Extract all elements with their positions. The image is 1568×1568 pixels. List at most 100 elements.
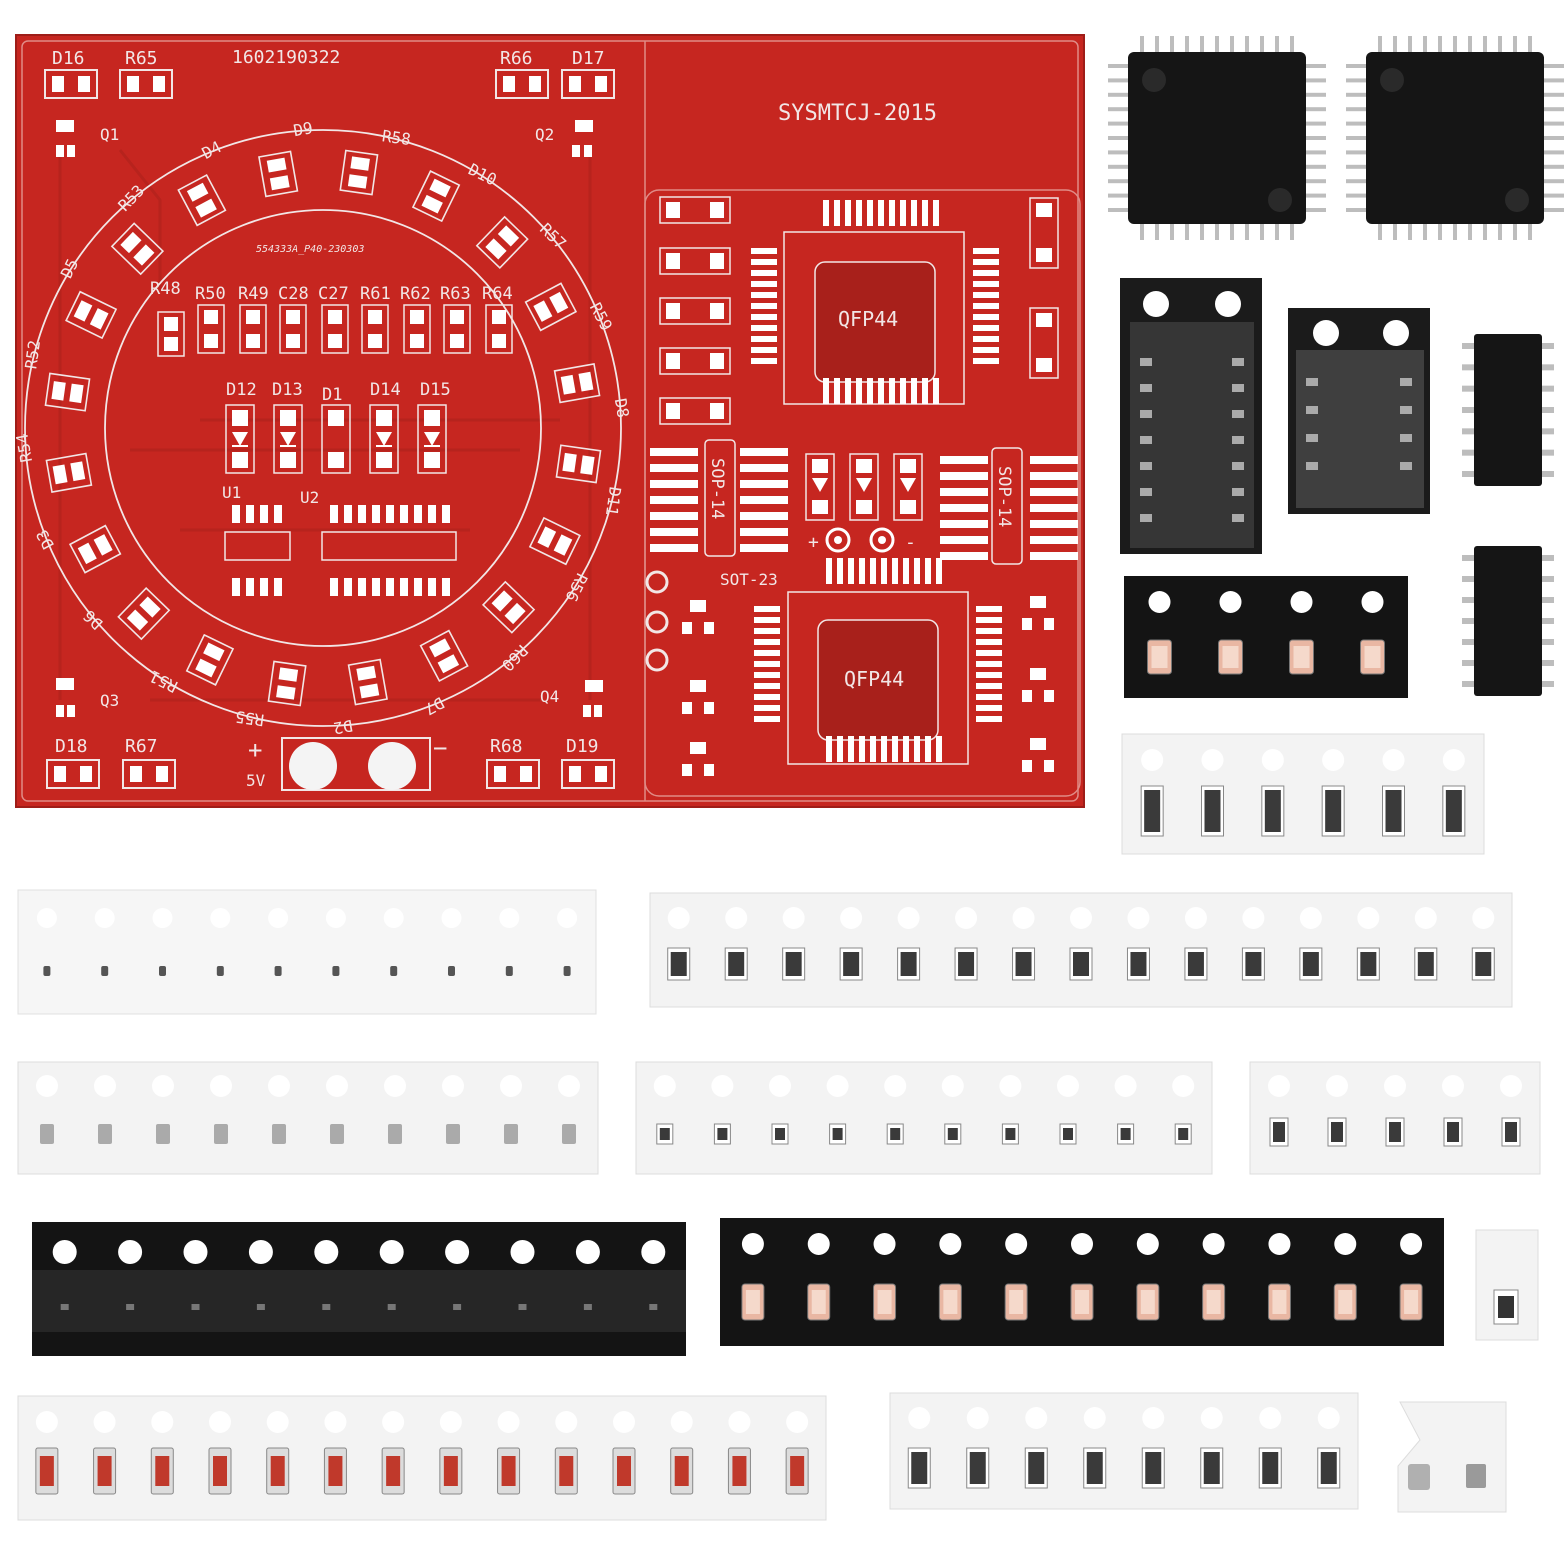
ic-pad — [414, 578, 422, 596]
chip-pin — [1140, 222, 1144, 240]
label-r65: R65 — [125, 48, 158, 69]
qfp-pad — [754, 705, 780, 711]
label-d13: D13 — [272, 380, 303, 400]
pad-outline — [417, 404, 447, 474]
tape-hole — [711, 1075, 734, 1097]
tape-hole — [52, 1240, 77, 1264]
tape-hole — [1472, 907, 1495, 929]
chip-pin — [1400, 406, 1412, 414]
chip-pin — [1185, 222, 1189, 240]
pad — [1022, 618, 1032, 630]
label-r48: R48 — [150, 279, 181, 299]
sop-pad — [740, 528, 788, 536]
pad — [376, 410, 392, 426]
qfp-pad — [881, 736, 887, 762]
chip-pin — [1108, 179, 1130, 184]
qfp-pad — [859, 558, 865, 584]
tape-hole — [384, 1075, 406, 1097]
chip-pin — [1140, 384, 1152, 392]
chip-pin — [1462, 597, 1476, 603]
qfp44-chip-1 — [1108, 36, 1326, 240]
sop-pad — [1030, 472, 1078, 480]
pad — [1036, 358, 1052, 372]
tape-hole — [1142, 1407, 1165, 1429]
chip-pin — [1346, 150, 1368, 155]
pad — [812, 500, 828, 514]
sot-transistor — [518, 1304, 527, 1310]
chip-pin — [1528, 36, 1532, 54]
pad-outline — [1029, 307, 1059, 379]
pad — [666, 253, 680, 269]
chip-pin — [1400, 378, 1412, 386]
ring-pad — [339, 149, 379, 196]
tape-hole — [1005, 1233, 1028, 1255]
power-voltage: 5V — [246, 771, 266, 790]
qfp-pad — [925, 736, 931, 762]
pad — [164, 317, 178, 331]
chip-pin — [1140, 488, 1152, 496]
pad — [710, 353, 724, 369]
qfp-pad — [976, 716, 1002, 722]
tape-hole — [966, 1407, 989, 1429]
sop-pad — [650, 448, 698, 456]
pad — [376, 452, 392, 468]
via — [645, 648, 669, 672]
ic-pad — [414, 505, 422, 523]
chip-pin — [1346, 107, 1368, 112]
qfp-pad — [903, 558, 909, 584]
resistor-body — [843, 952, 860, 976]
qfp-pad — [900, 378, 906, 404]
sop-pad — [740, 544, 788, 552]
pad-outline — [361, 304, 389, 354]
ic-pad — [428, 578, 436, 596]
tape-hole — [557, 908, 578, 928]
ring-pad — [411, 170, 461, 223]
qfp-pad — [856, 200, 862, 226]
chip-pin — [1400, 434, 1412, 442]
capacitor-tape-piece — [1397, 1401, 1507, 1513]
label-r50: R50 — [195, 284, 226, 304]
resistor-body — [1145, 1452, 1162, 1484]
diode-body — [443, 1456, 458, 1486]
qfp-pad — [911, 200, 917, 226]
resistor-body — [1262, 1452, 1279, 1484]
diode-symbol — [376, 432, 392, 446]
pad-outline — [403, 304, 431, 354]
ring-pad — [555, 444, 602, 484]
qfp-pad — [754, 617, 780, 623]
resistor-body — [1264, 790, 1281, 832]
cap-plus: + — [808, 532, 819, 553]
chip-pin — [1498, 222, 1502, 240]
diode-body — [328, 1456, 343, 1486]
chip-pin — [1232, 436, 1244, 444]
diode-symbol — [856, 478, 872, 492]
chip-pin — [1230, 36, 1234, 54]
tape-hole — [786, 1411, 809, 1433]
resistor-body — [775, 1128, 785, 1140]
chip-pin — [1155, 222, 1159, 240]
resistor-tape-top-right — [1121, 733, 1485, 855]
chip-pin — [1393, 36, 1397, 54]
label-r61: R61 — [360, 284, 391, 304]
tape-hole — [670, 1411, 693, 1433]
resistor-body — [1203, 1452, 1220, 1484]
sop14-label-right: SOP-14 — [994, 466, 1014, 527]
chip-pin — [1540, 597, 1554, 603]
qfp-pad — [826, 736, 832, 762]
label-q3: Q3 — [100, 691, 119, 710]
tape-hole — [807, 1233, 830, 1255]
qfp-pad — [922, 200, 928, 226]
chip-pin — [1462, 681, 1476, 687]
qfp-pad — [933, 378, 939, 404]
tape-hole — [1025, 1407, 1048, 1429]
chip-pin — [1438, 36, 1442, 54]
tape-hole — [873, 1233, 896, 1255]
ic-pad — [330, 578, 338, 596]
qfp-pad — [900, 200, 906, 226]
tape-hole — [1268, 1075, 1290, 1097]
sop-pad — [740, 464, 788, 472]
qfp-pad — [754, 606, 780, 612]
pad — [246, 334, 260, 348]
label-d17: D17 — [572, 48, 605, 69]
chip-pin — [1378, 36, 1382, 54]
